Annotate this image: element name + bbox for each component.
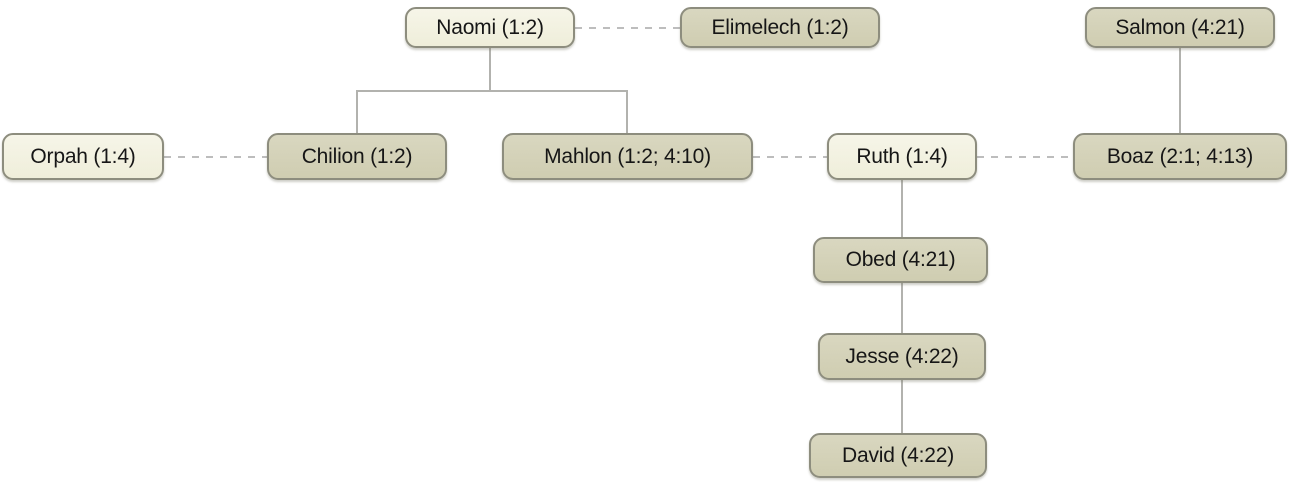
node-mahlon[interactable]: Mahlon (1:2; 4:10): [502, 133, 753, 180]
node-chilion[interactable]: Chilion (1:2): [267, 133, 447, 180]
node-salmon[interactable]: Salmon (4:21): [1085, 7, 1275, 48]
node-ruth[interactable]: Ruth (1:4): [827, 133, 977, 180]
node-jesse[interactable]: Jesse (4:22): [818, 333, 986, 380]
node-orpah[interactable]: Orpah (1:4): [2, 133, 164, 180]
node-boaz[interactable]: Boaz (2:1; 4:13): [1073, 133, 1287, 180]
node-david[interactable]: David (4:22): [809, 433, 987, 478]
node-obed[interactable]: Obed (4:21): [813, 237, 988, 283]
node-elimelech[interactable]: Elimelech (1:2): [680, 7, 880, 48]
node-naomi[interactable]: Naomi (1:2): [405, 7, 575, 48]
